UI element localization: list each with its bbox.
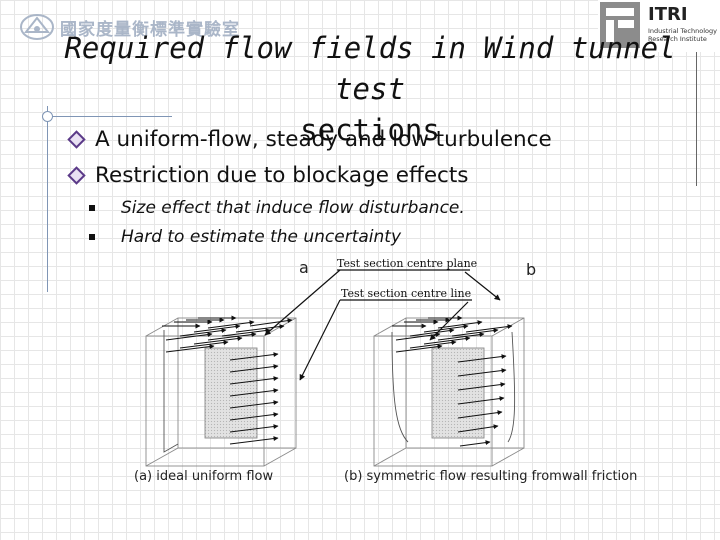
itri-brand-subtitle: Industrial Technology Research Institute: [648, 27, 717, 43]
itri-logo: ITRI Industrial Technology Research Inst…: [598, 0, 720, 52]
decorative-rule: [44, 116, 172, 117]
caption-a: (a) ideal uniform flow: [134, 469, 274, 484]
bullet-item: Restriction due to blockage effects: [66, 157, 552, 193]
sub-bullet-text: Size effect that induce flow disturbance…: [121, 197, 465, 218]
sub-bullet-item: Size effect that induce flow disturbance…: [89, 193, 552, 222]
sub-bullet-text: Hard to estimate the uncertainty: [121, 226, 402, 247]
slide-title: Required flow fields in Wind tunnel test…: [30, 28, 710, 151]
decorative-divider: [696, 52, 697, 186]
figure-label-b: b: [526, 260, 537, 279]
decorative-rule-vertical: [47, 106, 48, 292]
bullet-text: Restriction due to blockage effects: [95, 162, 469, 188]
square-bullet-icon: [89, 204, 95, 211]
uniform-flow-arrows: [162, 315, 293, 445]
bullet-text: A uniform-flow, steady and low turbulenc…: [95, 126, 552, 152]
wall-friction-flow-box: [373, 317, 525, 467]
callout-centre-line: Test section centre line: [341, 287, 471, 300]
square-bullet-icon: [89, 233, 95, 240]
wall-friction-flow-arrows: [392, 315, 513, 447]
decorative-circle: [42, 111, 53, 122]
slide-title-line2: sections: [300, 113, 440, 147]
itri-brand-name: ITRI: [648, 4, 688, 25]
callout-labels: Test section centre plane Test section c…: [337, 257, 477, 300]
slide-title-line1: Required flow fields in Wind tunnel test: [64, 31, 676, 106]
org-emblem-icon: [20, 14, 54, 40]
sub-bullet-item: Hard to estimate the uncertainty: [89, 222, 552, 251]
itri-emblem-icon: [600, 2, 640, 48]
org-logo: 國家度量衡標準實驗室: [18, 12, 240, 42]
caption-b: (b) symmetric flow resulting fromwall fr…: [344, 469, 638, 484]
figure-label-a: a: [299, 258, 309, 277]
bullet-item: A uniform-flow, steady and low turbulenc…: [66, 121, 552, 157]
bullet-list: A uniform-flow, steady and low turbulenc…: [66, 121, 552, 251]
callout-centre-plane: Test section centre plane: [337, 257, 477, 270]
callout-lines: [264, 269, 501, 381]
org-logo-text: 國家度量衡標準實驗室: [60, 19, 240, 40]
